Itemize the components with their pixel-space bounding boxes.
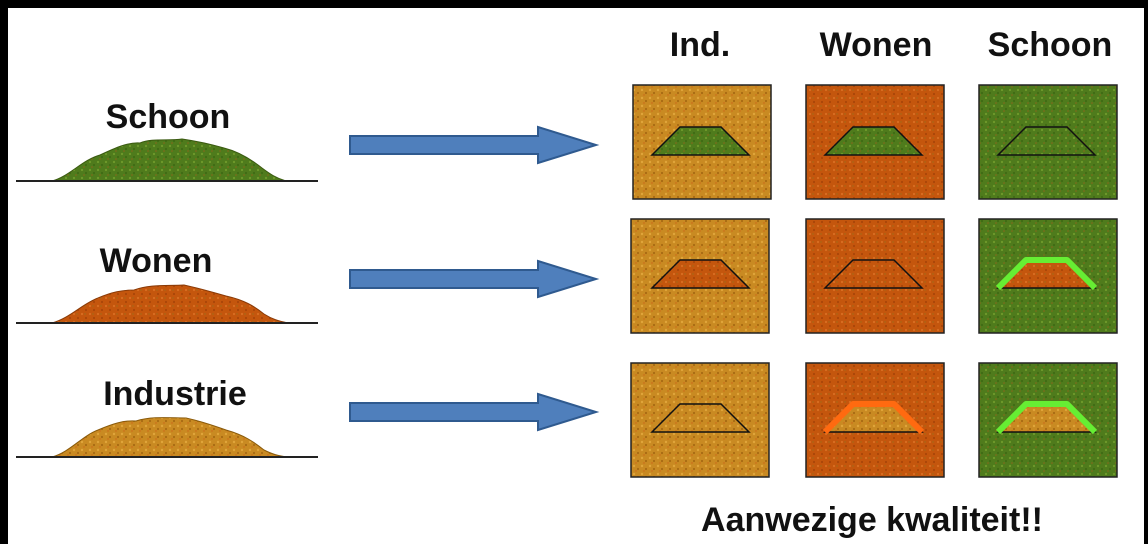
- arrow-row-1: [349, 125, 600, 165]
- dike-r1-schoon: [996, 126, 1097, 156]
- dike-r1-wonen: [823, 126, 924, 156]
- column-header-schoon: Schoon: [988, 26, 1113, 64]
- arrow-row-3: [349, 392, 600, 432]
- heap-industrie-shape: [51, 417, 289, 458]
- row-label-schoon: Schoon: [106, 98, 231, 136]
- cover-rim-r2-schoon: [995, 257, 1098, 291]
- soil-heap-schoon: [16, 138, 318, 182]
- dike-r2-wonen: [823, 259, 924, 289]
- dike-r2-ind: [650, 259, 751, 289]
- row-label-wonen: Wonen: [100, 242, 213, 280]
- arrow-row-2: [349, 259, 600, 299]
- heap-schoon-shape: [51, 138, 287, 182]
- cover-rim-r3-schoon: [995, 401, 1098, 435]
- cover-rim-r3-wonen: [822, 401, 925, 435]
- soil-heap-wonen: [16, 284, 318, 324]
- column-header-wonen: Wonen: [820, 26, 933, 64]
- row-label-industrie: Industrie: [103, 375, 247, 413]
- column-header-ind: Ind.: [670, 26, 730, 64]
- dike-r3-ind: [650, 403, 751, 433]
- dike-r1-ind: [650, 126, 751, 156]
- soil-heap-industrie: [16, 417, 318, 458]
- heap-wonen-shape: [51, 284, 289, 324]
- footer-caption: Aanwezige kwaliteit!!: [701, 501, 1043, 539]
